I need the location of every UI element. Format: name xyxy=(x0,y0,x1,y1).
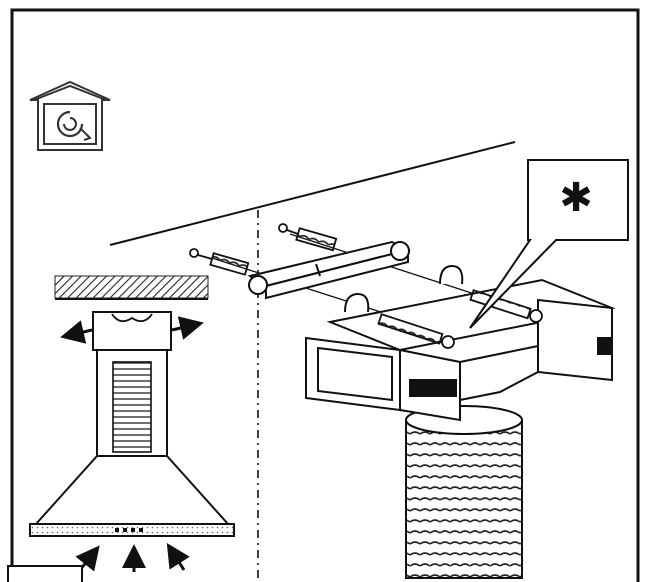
screw-with-dowel xyxy=(278,223,338,252)
control-buttons xyxy=(115,528,143,532)
flexible-duct-hose xyxy=(405,405,523,579)
arrow-icon xyxy=(60,320,93,344)
arrow-icon xyxy=(166,542,190,571)
duct-adapter xyxy=(305,278,616,422)
ceiling-line xyxy=(109,141,516,246)
ceiling-hatch xyxy=(54,275,209,299)
diagram-frame xyxy=(10,8,640,582)
hood-front-view xyxy=(29,275,235,537)
callout-symbol: ✱ xyxy=(559,175,593,221)
corner-box xyxy=(7,565,83,582)
mounting-bracket xyxy=(247,240,411,300)
screw-with-dowel xyxy=(189,248,250,276)
callout-box xyxy=(469,159,629,329)
recirculation-house-icon xyxy=(29,80,111,151)
arrow-icon xyxy=(171,316,204,340)
